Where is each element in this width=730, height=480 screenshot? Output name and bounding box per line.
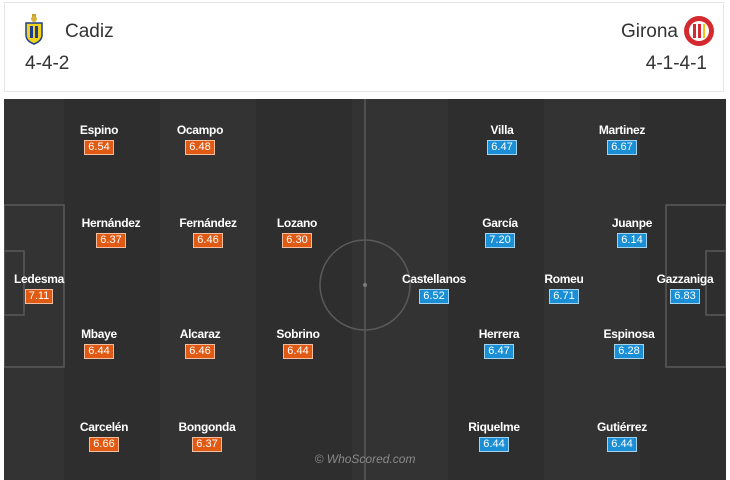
- away-player[interactable]: Castellanos 6.52: [389, 272, 479, 304]
- player-rating: 6.54: [84, 140, 114, 155]
- player-name: Alcaraz: [179, 327, 221, 341]
- home-player[interactable]: Sobrino 6.44: [253, 327, 343, 359]
- away-player[interactable]: García 7.20: [455, 216, 545, 248]
- player-name: Gazzaniga: [656, 272, 714, 286]
- player-name: Lozano: [276, 216, 318, 230]
- away-player[interactable]: Martinez 6.67: [577, 123, 667, 155]
- player-rating: 6.47: [487, 140, 517, 155]
- player-name: Riquelme: [468, 420, 520, 434]
- pitch-markings: [4, 99, 726, 480]
- player-rating: 6.52: [419, 289, 449, 304]
- player-rating: 6.71: [549, 289, 579, 304]
- player-rating: 7.20: [485, 233, 515, 248]
- cadiz-crest-icon: [25, 14, 43, 45]
- player-name: Villa: [490, 123, 514, 137]
- match-header: Cadiz 4-4-2 Girona 4-1-4-1: [4, 2, 724, 92]
- home-player[interactable]: Ocampo 6.48: [155, 123, 245, 155]
- player-rating: 6.37: [192, 437, 222, 452]
- away-player[interactable]: Villa 6.47: [457, 123, 547, 155]
- player-rating: 6.46: [185, 344, 215, 359]
- home-player[interactable]: Mbaye 6.44: [54, 327, 144, 359]
- away-goalkeeper[interactable]: Gazzaniga 6.83: [640, 272, 726, 304]
- player-name: Ledesma: [14, 272, 64, 286]
- player-name: Sobrino: [276, 327, 320, 341]
- player-rating: 6.44: [283, 344, 313, 359]
- away-player[interactable]: Romeu 6.71: [519, 272, 609, 304]
- player-rating: 6.37: [96, 233, 126, 248]
- player-name: Bongonda: [178, 420, 236, 434]
- player-rating: 6.83: [670, 289, 700, 304]
- player-rating: 6.48: [185, 140, 215, 155]
- player-rating: 6.44: [607, 437, 637, 452]
- player-rating: 6.44: [479, 437, 509, 452]
- player-name: Juanpe: [611, 216, 653, 230]
- player-name: Gutiérrez: [597, 420, 647, 434]
- pitch-stripe: [256, 99, 352, 480]
- home-formation: 4-4-2: [25, 53, 70, 74]
- player-name: Hernández: [81, 216, 141, 230]
- home-player[interactable]: Bongonda 6.37: [162, 420, 252, 452]
- player-rating: 6.30: [282, 233, 312, 248]
- away-player[interactable]: Riquelme 6.44: [449, 420, 539, 452]
- away-team-name[interactable]: Girona: [620, 21, 678, 42]
- player-name: Romeu: [544, 272, 584, 286]
- player-name: Espino: [79, 123, 119, 137]
- player-rating: 6.28: [614, 344, 644, 359]
- player-name: Herrera: [478, 327, 520, 341]
- home-player[interactable]: Alcaraz 6.46: [155, 327, 245, 359]
- home-player[interactable]: Carcelén 6.66: [59, 420, 149, 452]
- home-player[interactable]: Hernández 6.37: [66, 216, 156, 248]
- home-goalkeeper[interactable]: Ledesma 7.11: [4, 272, 84, 304]
- away-formation: 4-1-4-1: [645, 53, 707, 74]
- girona-crest-icon: [684, 16, 714, 46]
- away-player[interactable]: Juanpe 6.14: [587, 216, 677, 248]
- watermark: © WhoScored.com: [314, 452, 416, 466]
- player-rating: 6.14: [617, 233, 647, 248]
- player-rating: 6.67: [607, 140, 637, 155]
- player-name: Fernández: [179, 216, 237, 230]
- player-name: Espinosa: [603, 327, 655, 341]
- home-player[interactable]: Espino 6.54: [54, 123, 144, 155]
- player-name: Ocampo: [176, 123, 224, 137]
- player-rating: 6.46: [193, 233, 223, 248]
- player-name: García: [482, 216, 518, 230]
- player-name: Carcelén: [79, 420, 129, 434]
- home-player[interactable]: Fernández 6.46: [163, 216, 253, 248]
- home-player[interactable]: Lozano 6.30: [252, 216, 342, 248]
- player-rating: 7.11: [24, 289, 54, 304]
- player-name: Mbaye: [81, 327, 117, 341]
- away-player[interactable]: Espinosa 6.28: [584, 327, 674, 359]
- pitch-stripe: [64, 99, 160, 480]
- player-rating: 6.47: [484, 344, 514, 359]
- pitch: Espino 6.54 Ocampo 6.48 Hernández 6.37 F…: [4, 99, 726, 480]
- player-rating: 6.66: [89, 437, 119, 452]
- home-team-name[interactable]: Cadiz: [65, 21, 114, 42]
- player-name: Martinez: [598, 123, 646, 137]
- away-player[interactable]: Herrera 6.47: [454, 327, 544, 359]
- player-rating: 6.44: [84, 344, 114, 359]
- away-player[interactable]: Gutiérrez 6.44: [577, 420, 667, 452]
- pitch-stripe: [448, 99, 544, 480]
- player-name: Castellanos: [401, 272, 467, 286]
